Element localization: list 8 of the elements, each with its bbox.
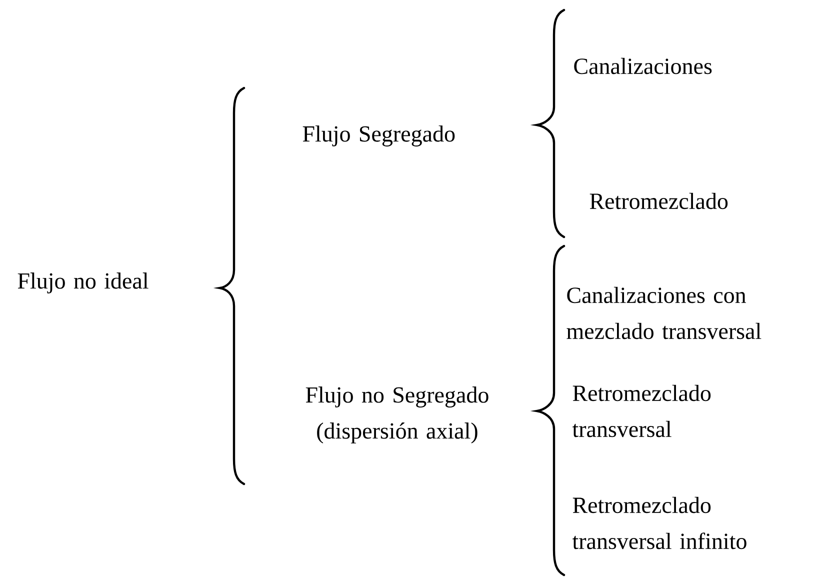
label-text: Retromezclado transversal (572, 384, 711, 438)
label-text: Canalizaciones (574, 58, 712, 74)
label-text: Flujo Segregado (302, 126, 455, 146)
label-text: Flujo no ideal (18, 272, 148, 294)
label-text: Flujo no Segregado (dispersión axial) (306, 386, 488, 444)
label-text: Retromezclado transversal infinito (572, 496, 746, 550)
label-text: Retromezclado (590, 192, 728, 210)
label-text: Canalizaciones con mezclado transversal (566, 286, 762, 340)
